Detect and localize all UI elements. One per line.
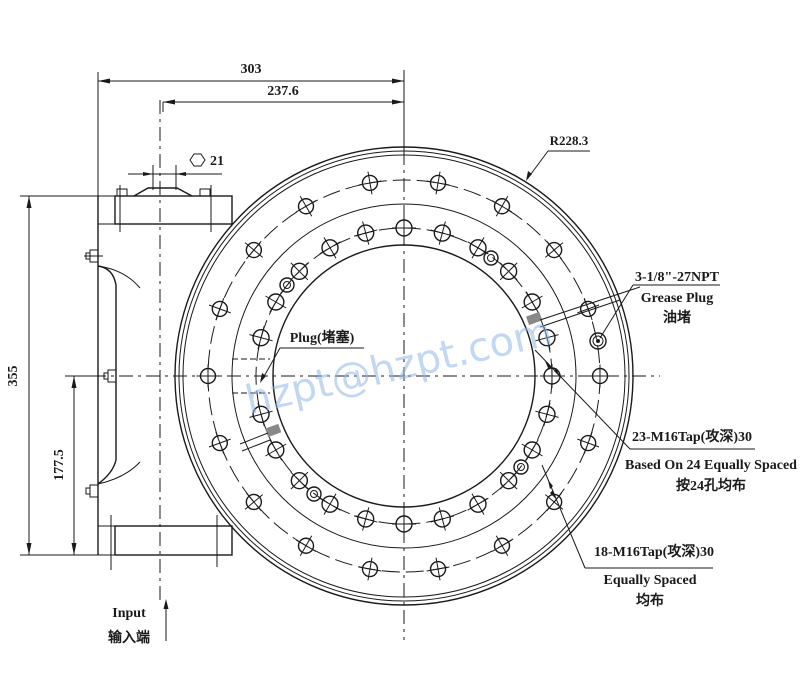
grease-plug-label-cn: 油堵 — [663, 309, 691, 326]
dim-177-5: 177.5 — [52, 449, 67, 481]
inner-bolt-holes — [249, 216, 564, 536]
grease-plug-spec: 3-1/8"-27NPT — [635, 270, 720, 285]
dim-237-6: 237.6 — [267, 84, 299, 99]
inner-holes-spec: 23-M16Tap(攻深)30 — [632, 428, 752, 445]
input-label: Input — [112, 606, 146, 621]
inner-holes-note-cn: 按24孔均布 — [676, 477, 746, 494]
grease-nipples — [279, 250, 607, 502]
outer-holes-note: Equally Spaced — [604, 573, 697, 588]
plug-pads — [232, 286, 641, 452]
hexagon-icon — [189, 153, 206, 167]
dimension-lines — [20, 72, 755, 641]
plug-label: Plug(堵塞) — [290, 329, 355, 346]
outer-bolt-holes — [196, 171, 612, 581]
dim-303: 303 — [241, 62, 262, 77]
watermark: hzpt@hzpt.com — [241, 309, 556, 424]
outer-holes-note-cn: 均布 — [636, 592, 664, 609]
grease-plug-label: Grease Plug — [641, 291, 713, 306]
worm-housing — [84, 185, 233, 570]
dim-hex-21: 21 — [210, 154, 224, 169]
callout-labels: 3-1/8"-27NPT Grease Plug 油堵 Plug(堵塞) 23-… — [108, 270, 797, 646]
dim-r228-3: R228.3 — [550, 133, 589, 148]
dim-355: 355 — [6, 366, 21, 387]
dimension-labels: 303 237.6 21 355 177.5 R228.3 — [6, 62, 589, 481]
outer-holes-spec: 18-M16Tap(攻深)30 — [594, 543, 714, 560]
inner-holes-note: Based On 24 Equally Spaced — [625, 458, 797, 473]
input-label-cn: 输入端 — [108, 629, 150, 646]
